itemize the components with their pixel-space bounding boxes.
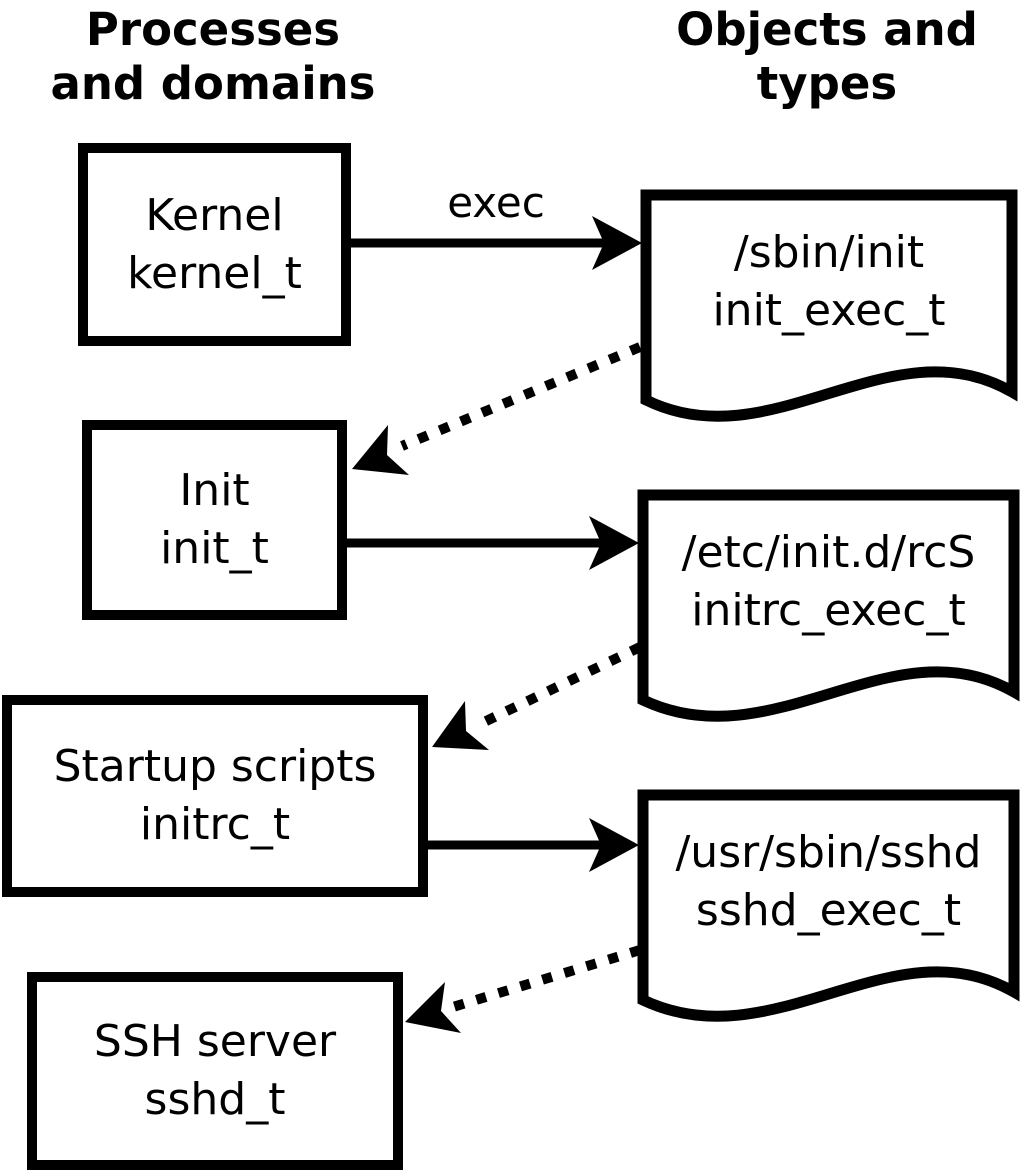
exec-arrow-label: exec xyxy=(447,178,545,227)
process-domain-type: sshd_t xyxy=(144,1074,286,1125)
process-domain-type: initrc_t xyxy=(139,799,291,850)
object-label-sbin-init: /sbin/init init_exec_t xyxy=(641,192,1017,372)
process-label-ssh-server: SSH server sshd_t xyxy=(27,972,403,1170)
column-header-processes-and-domains: Processes and domains xyxy=(50,3,376,110)
process-domain-type: kernel_t xyxy=(127,247,302,299)
object-file-type: init_exec_t xyxy=(712,285,946,336)
transition-arrow-initrc-exec-to-initrc-t xyxy=(432,642,643,750)
document-shape-sbin-init xyxy=(640,189,1018,422)
process-box-ssh-server xyxy=(27,972,403,1170)
transition-arrow-sshd-exec-to-sshd-t xyxy=(405,945,642,1033)
object-file-type: initrc_exec_t xyxy=(691,585,966,636)
object-label-usr-sbin-sshd: /usr/sbin/sshd sshd_exec_t xyxy=(638,792,1019,972)
process-domain-type: init_t xyxy=(160,523,269,574)
object-path: /usr/sbin/sshd xyxy=(675,827,982,878)
object-path: /etc/init.d/rcS xyxy=(681,527,976,578)
object-label-etc-initd-rcs: /etc/init.d/rcS initrc_exec_t xyxy=(638,492,1019,672)
transition-arrow-init-exec-to-init-t xyxy=(352,342,642,475)
document-shape-etc-initd-rcs xyxy=(637,489,1020,722)
exec-arrow-init-to-rcs xyxy=(342,516,639,570)
process-name: Init xyxy=(179,465,250,516)
process-name: SSH server xyxy=(93,1016,337,1067)
process-label-kernel: Kernel kernel_t xyxy=(78,143,351,346)
document-shape-usr-sbin-sshd xyxy=(637,789,1020,1022)
process-box-init xyxy=(82,420,347,620)
exec-arrow-initrc-to-sshd xyxy=(423,818,639,872)
process-label-startup-scripts: Startup scripts initrc_t xyxy=(2,695,428,897)
column-header-objects-and-types: Objects and types xyxy=(676,3,978,110)
process-label-init: Init init_t xyxy=(82,420,347,620)
exec-arrow-kernel-to-sbin-init xyxy=(346,216,642,270)
process-box-startup-scripts xyxy=(2,695,428,897)
object-path: /sbin/init xyxy=(733,227,925,278)
process-name: Kernel xyxy=(145,189,284,241)
object-file-type: sshd_exec_t xyxy=(695,885,962,936)
process-box-kernel xyxy=(78,143,351,346)
process-name: Startup scripts xyxy=(53,741,377,792)
